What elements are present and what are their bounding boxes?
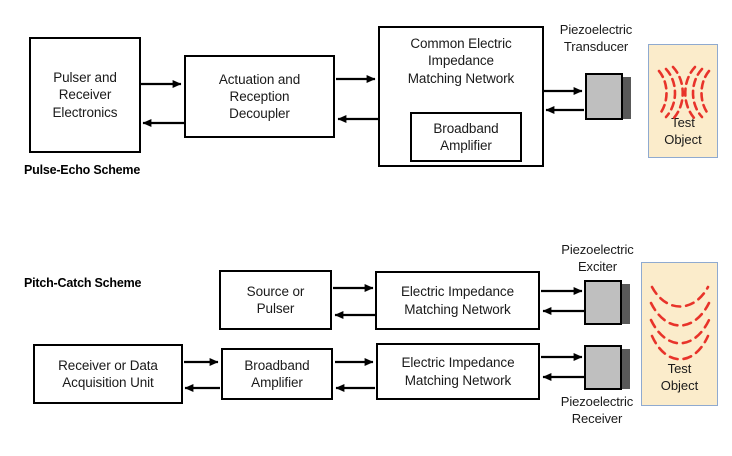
piezoelectric-receiver[interactable] (584, 345, 632, 390)
ultrasonic-wave-pattern-pulse-echo (657, 65, 711, 121)
ultrasonic-wave-pattern-pitch-catch (649, 285, 711, 361)
test-object-pulse-echo: Test Object (648, 44, 718, 158)
box-broadband-amplifier-pitch-catch[interactable]: Broadband Amplifier (221, 348, 333, 400)
label-piezoelectric-transducer: Piezoelectric Transducer (559, 22, 633, 54)
test-object-label-pulse-echo: Test Object (664, 114, 702, 148)
label-piezoelectric-receiver: Piezoelectric Receiver (560, 394, 634, 426)
scheme-label-pulse-echo: Pulse-Echo Scheme (24, 163, 141, 177)
exciter-face (584, 280, 622, 325)
piezoelectric-exciter[interactable] (584, 280, 632, 325)
box-pulser-receiver-electronics[interactable]: Pulser and Receiver Electronics (29, 37, 141, 153)
box-broadband-amplifier-pulse-echo[interactable]: Broadband Amplifier (410, 112, 522, 162)
test-object-pitch-catch: Test Object (641, 262, 718, 406)
receiver-face (584, 345, 622, 390)
scheme-label-pitch-catch: Pitch-Catch Scheme (24, 276, 142, 290)
transducer-face (585, 73, 623, 120)
piezoelectric-transducer[interactable] (585, 73, 633, 120)
label-piezoelectric-exciter: Piezoelectric Exciter (561, 242, 634, 274)
test-object-label-pitch-catch: Test Object (660, 360, 699, 394)
box-receiver-or-data-acquisition-unit[interactable]: Receiver or Data Acquisition Unit (33, 344, 183, 404)
box-electric-impedance-matching-network-bottom[interactable]: Electric Impedance Matching Network (376, 343, 540, 400)
box-electric-impedance-matching-network-top[interactable]: Electric Impedance Matching Network (375, 271, 540, 330)
box-source-or-pulser[interactable]: Source or Pulser (219, 270, 332, 330)
box-actuation-reception-decoupler[interactable]: Actuation and Reception Decoupler (184, 55, 335, 138)
